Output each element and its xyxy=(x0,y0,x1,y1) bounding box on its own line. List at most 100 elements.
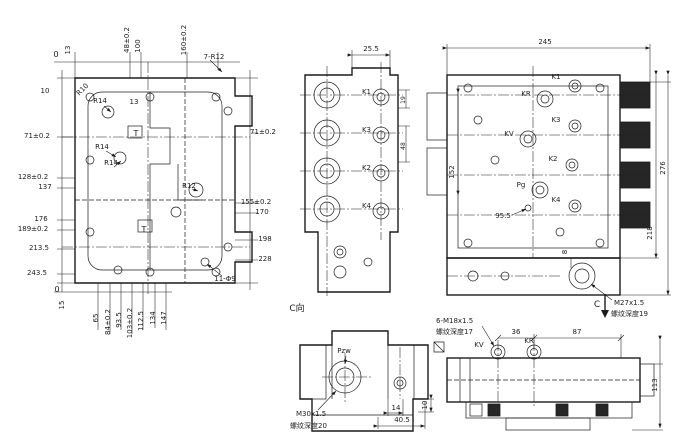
dim-243-5: 243.5 xyxy=(27,269,47,277)
dim-10-section: 10 xyxy=(421,401,429,410)
dim-7-r12: 7-R12 xyxy=(204,53,225,61)
dim-71-right: 71±0.2 xyxy=(250,128,276,136)
dim-r10: R10 xyxy=(75,82,90,97)
dim-15-bottom: 15 xyxy=(58,301,66,310)
thread-m30: M30x1.5 xyxy=(296,410,326,418)
dim-198: 198 xyxy=(258,235,271,243)
dim-93-5: 93.5 xyxy=(115,312,123,328)
dim-137: 137 xyxy=(38,183,51,191)
section-c-dimension-lines xyxy=(317,355,434,429)
dim-48: 48±0.2 xyxy=(123,27,131,53)
dim-71-left: 71±0.2 xyxy=(24,132,50,140)
port-k2-side: K2 xyxy=(362,164,371,172)
dim-245: 245 xyxy=(538,38,551,46)
front-view-dimension-lines xyxy=(54,52,258,334)
dim-213-5: 213.5 xyxy=(29,244,49,252)
dim-r14-a: R14 xyxy=(93,97,107,105)
port-kr-top: KR xyxy=(521,90,531,98)
dim-218: 218 xyxy=(646,226,654,239)
dim-r14-c: R14 xyxy=(104,159,118,167)
thread-m30-depth: 螺纹深度20 xyxy=(290,421,327,430)
side-tab-upper xyxy=(426,92,448,141)
dim-113: 113 xyxy=(651,378,659,391)
front-view-centerlines xyxy=(62,62,250,296)
dim-189: 189±0.2 xyxy=(18,225,48,233)
port-k2-top: K2 xyxy=(548,155,557,163)
top-view-ports xyxy=(463,79,605,290)
side-view-outline xyxy=(304,67,399,293)
side-tab-lower xyxy=(426,147,448,196)
section-c-hatch-right xyxy=(413,344,429,400)
dim-152: 152 xyxy=(448,165,456,178)
bottom-side-view xyxy=(433,325,663,431)
dim-13-top: 13 xyxy=(64,46,72,55)
thread-6-m18: 6-M18x1.5 xyxy=(436,317,473,325)
dim-228: 228 xyxy=(258,255,271,263)
side-view xyxy=(300,50,410,296)
port-kv-bottom: KV xyxy=(474,341,484,349)
thread-m27-depth: 螺纹深度19 xyxy=(611,309,648,318)
port-k3-top: K3 xyxy=(551,116,560,124)
dim-170: 170 xyxy=(255,208,268,216)
dim-11-phi9: 11-Φ9 xyxy=(214,275,235,283)
port-k3-side: K3 xyxy=(362,126,371,134)
top-view-centerlines xyxy=(447,66,650,277)
surface-finish-symbol xyxy=(433,341,445,353)
thread-6-m18-depth: 螺纹深度17 xyxy=(436,327,473,336)
dim-8: 8 xyxy=(561,250,569,254)
side-view-bores xyxy=(313,81,390,279)
port-k1-side: K1 xyxy=(362,88,371,96)
front-view-holes xyxy=(85,92,233,277)
dim-10-left: 10 xyxy=(41,87,50,95)
dim-48-side: 48 xyxy=(400,142,407,150)
port-pzw: Pzw xyxy=(337,347,351,355)
port-pg-top: Pg xyxy=(517,181,526,189)
bottom-side-dimension-lines xyxy=(481,325,663,431)
dim-13-inner: 13 xyxy=(130,98,139,106)
thread-m27: M27x1.5 xyxy=(614,299,644,307)
dim-100: 100 xyxy=(134,39,142,52)
section-c-hatch-left xyxy=(299,344,327,400)
dim-36: 36 xyxy=(512,328,521,336)
dim-134: 134 xyxy=(149,311,157,325)
datum-zero-top: 0 xyxy=(53,50,58,59)
dim-r12: R12 xyxy=(182,182,196,190)
section-c-arrow xyxy=(601,310,609,318)
dim-160: 160±0.2 xyxy=(180,25,188,55)
section-view-c xyxy=(299,330,434,432)
dim-155: 155±0.2 xyxy=(241,198,271,206)
dim-40-5: 40.5 xyxy=(394,416,410,424)
port-k4-top: K4 xyxy=(551,196,561,204)
dim-176: 176 xyxy=(34,215,48,223)
front-view xyxy=(54,52,258,334)
top-view-dimension-lines xyxy=(442,44,671,318)
dim-14: 14 xyxy=(392,404,401,412)
dim-87: 87 xyxy=(573,328,582,336)
dim-112-5: 112.5 xyxy=(137,311,145,331)
side-view-centerlines xyxy=(300,62,403,296)
top-view xyxy=(426,44,671,318)
dim-276: 276 xyxy=(659,161,667,175)
port-k4-side: K4 xyxy=(362,202,372,210)
label-t-lower: T xyxy=(141,225,147,234)
dim-25-5: 25.5 xyxy=(363,45,379,53)
dim-r14-b: R14 xyxy=(95,143,109,151)
front-view-outline xyxy=(74,77,253,284)
dim-147: 147 xyxy=(160,311,168,324)
bottom-side-centerlines xyxy=(447,340,640,406)
dim-128: 128±0.2 xyxy=(18,173,48,181)
dim-103: 103±0.2 xyxy=(126,308,134,338)
top-view-outline xyxy=(426,74,651,296)
label-t-upper: T xyxy=(133,129,139,138)
dim-65: 65 xyxy=(92,314,100,323)
port-kv-top: KV xyxy=(504,130,514,138)
section-c-arrow-label: C xyxy=(594,300,600,310)
dim-19-side: 19 xyxy=(400,96,407,104)
view-c-label: C向 xyxy=(289,302,304,314)
port-kr-bottom: KR xyxy=(524,337,534,345)
dim-84: 84±0.2 xyxy=(104,309,112,335)
side-view-dimension-lines xyxy=(347,50,410,163)
